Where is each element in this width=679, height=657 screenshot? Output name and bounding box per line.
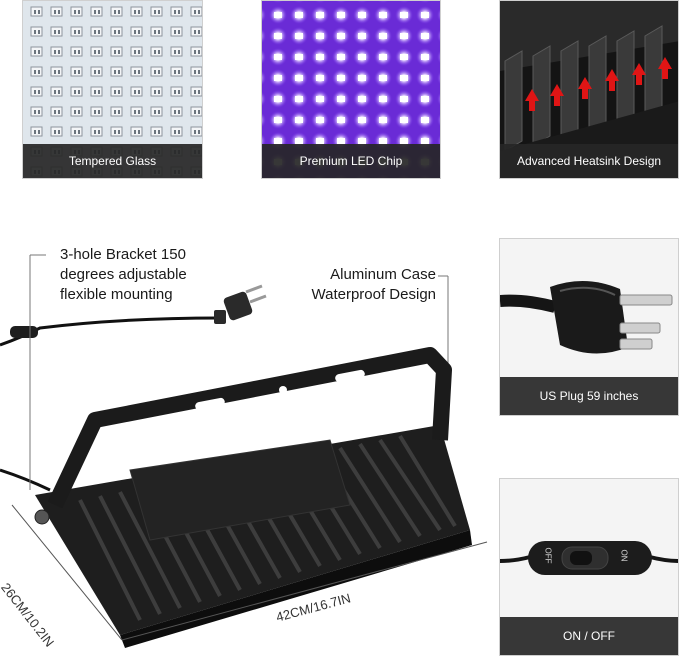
us-plug-image bbox=[500, 239, 678, 379]
switch-on-label: ON bbox=[619, 549, 629, 562]
case-callout-line1: Aluminum Case bbox=[330, 266, 436, 283]
switch-tile: OFF ON ON / OFF bbox=[499, 478, 679, 656]
case-callout-line2: Waterproof Design bbox=[311, 286, 437, 303]
switch-caption: ON / OFF bbox=[500, 617, 678, 655]
switch-off-label: OFF bbox=[543, 547, 553, 564]
us-plug-caption: US Plug 59 inches bbox=[500, 377, 678, 415]
led-chip-tile: Premium LED Chip bbox=[261, 0, 441, 179]
case-callout: Aluminum Case Waterproof Design bbox=[296, 265, 437, 305]
bracket-callout: 3-hole Bracket 150 degrees adjustable fl… bbox=[60, 245, 220, 305]
bracket-callout-line3: flexible mounting bbox=[60, 286, 173, 303]
led-chip-caption: Premium LED Chip bbox=[262, 144, 440, 178]
us-plug-tile: US Plug 59 inches bbox=[499, 238, 679, 416]
heatsink-tile: Advanced Heatsink Design bbox=[499, 0, 679, 179]
heatsink-caption: Advanced Heatsink Design bbox=[500, 144, 678, 178]
tempered-glass-tile: Tempered Glass bbox=[22, 0, 203, 179]
inline-switch-image bbox=[500, 479, 678, 619]
tempered-glass-caption: Tempered Glass bbox=[23, 144, 202, 178]
bracket-callout-line2: degrees adjustable bbox=[60, 266, 187, 283]
bracket-callout-line1: 3-hole Bracket 150 bbox=[60, 246, 186, 263]
